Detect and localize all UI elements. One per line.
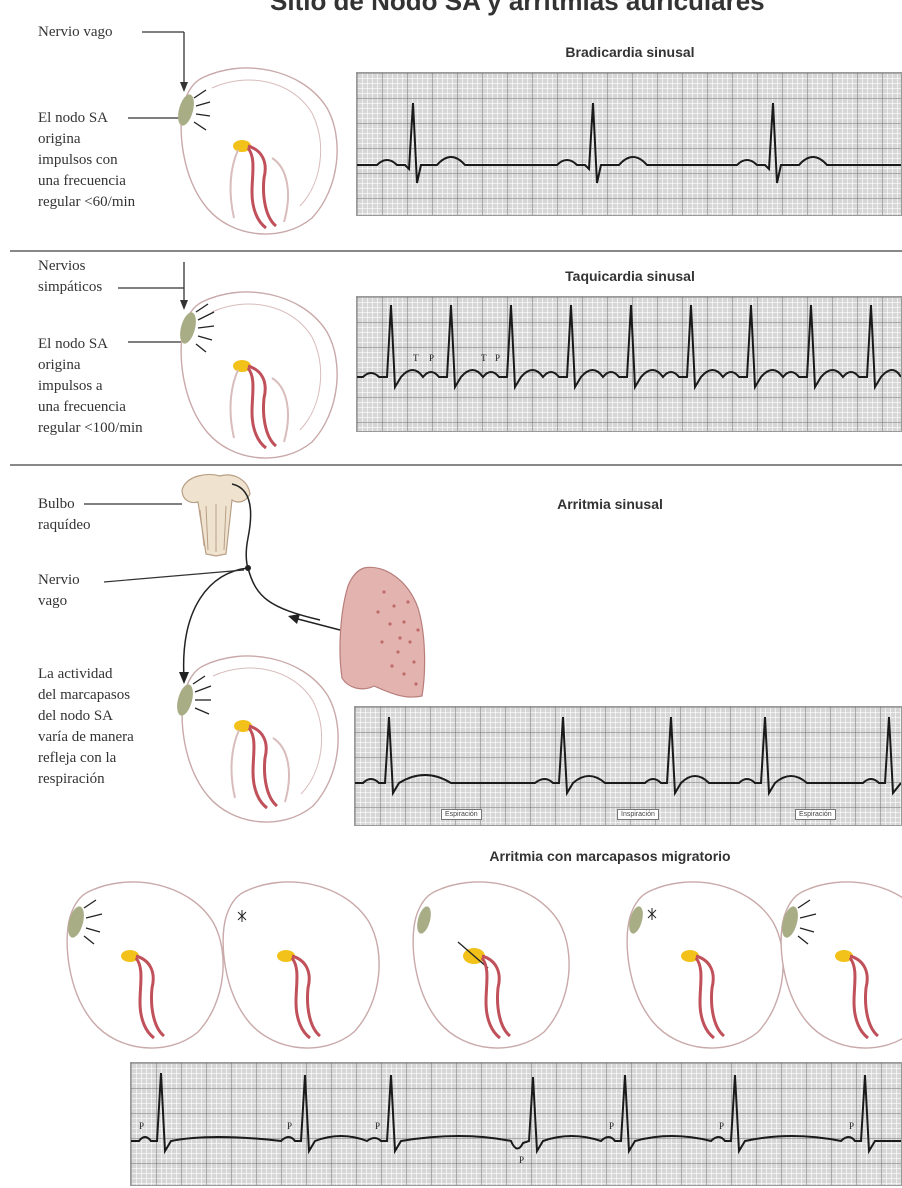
wave-label-p: P [429,353,434,363]
line: La actividad [38,664,134,685]
respiration-note: Espiración [795,809,836,820]
ecg-trace-migratorio [131,1063,901,1185]
wave-label-p: P [139,1121,144,1131]
ecg-strip-migratorio: P P P P P P P [130,1062,902,1186]
line: del nodo SA [38,706,134,727]
line: Nervio [38,570,80,591]
ecg-strip-bradicardia [356,72,902,216]
label-node-taqui: El nodo SA origina impulsos a una frecue… [38,334,143,439]
line: Bulbo [38,494,90,515]
pointer-line [104,566,254,596]
heart-icon [772,872,902,1057]
ecg-trace-bradicardia [357,73,901,215]
line: una frecuencia [38,171,135,192]
respiration-note: Inspiración [617,809,659,820]
line: regular <100/min [38,418,143,439]
wave-label-p: P [849,1121,854,1131]
line: refleja con la [38,748,134,769]
line: El nodo SA [38,334,143,355]
line: varía de manera [38,727,134,748]
label-bulbo: Bulbo raquídeo [38,494,90,536]
label-nervio-vago-2: Nervio vago [38,570,80,612]
section-title-taquicardia: Taquicardia sinusal [480,268,780,284]
line: origina [38,355,143,376]
line: del marcapasos [38,685,134,706]
wave-label-p: P [609,1121,614,1131]
section-title-arritmia: Arritmia sinusal [460,496,760,512]
wave-label-t: T [413,353,419,363]
ecg-trace-arritmia [355,707,901,825]
line: simpáticos [38,277,102,298]
line: vago [38,591,80,612]
lung-icon [334,562,430,707]
page-title: Sitio de Nodo SA y arritmias auriculares [270,0,830,17]
wave-label-p: P [375,1121,380,1131]
heart-icon [58,872,228,1057]
heart-icon [214,872,384,1057]
line: El nodo SA [38,108,135,129]
line: respiración [38,769,134,790]
label-nervio-vago: Nervio vago [38,22,113,43]
ecg-strip-arritmia: Espiración Inspiración Espiración [354,706,902,826]
line: impulsos con [38,150,135,171]
line: raquídeo [38,515,90,536]
heart-icon [404,872,574,1057]
heart-icon [172,58,342,243]
label-nervios-simpaticos: Nervios simpáticos [38,256,102,298]
wave-label-p: P [719,1121,724,1131]
section-title-migratorio: Arritmia con marcapasos migratorio [400,848,820,864]
line: origina [38,129,135,150]
heart-icon [618,872,788,1057]
label-node-brady: El nodo SA origina impulsos con una frec… [38,108,135,213]
section-title-bradicardia: Bradicardia sinusal [480,44,780,60]
heart-icon [168,646,348,831]
wave-label-p: P [519,1155,524,1165]
line: Nervios [38,256,102,277]
wave-label-p: P [287,1121,292,1131]
section-divider [10,250,902,252]
respiration-note: Espiración [441,809,482,820]
wave-label-t: T [481,353,487,363]
wave-label-p: P [495,353,500,363]
ecg-trace-taquicardia [357,297,901,431]
heart-icon [172,282,342,467]
ecg-strip-taquicardia: T P T P [356,296,902,432]
line: regular <60/min [38,192,135,213]
label-actividad: La actividad del marcapasos del nodo SA … [38,664,134,790]
section-divider [10,464,902,466]
line: impulsos a [38,376,143,397]
line: una frecuencia [38,397,143,418]
